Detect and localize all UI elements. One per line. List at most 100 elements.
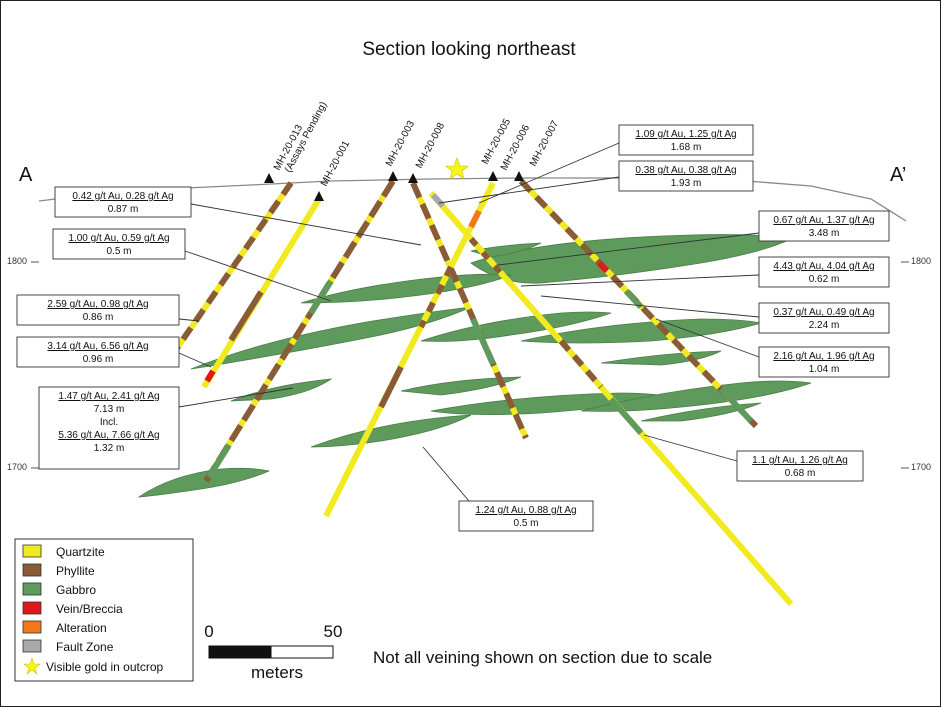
drill-hole-label-008: MH-20-008 — [414, 121, 447, 171]
elevation-label-left-lower: 1700 — [7, 462, 27, 472]
intercept-callout-2: 1.00 g/t Au, 0.59 g/t Ag 0.5 m — [52, 228, 186, 260]
legend-label-star: Visible gold in outcrop — [46, 660, 164, 674]
elevation-label-right-upper: 1800 — [911, 256, 931, 266]
elevation-label-left-upper: 1800 — [7, 256, 27, 266]
legend-swatch-gabbro — [22, 582, 42, 596]
drill-hole-trace-005 — [323, 181, 496, 518]
intercept-width-5: 7.13 m — [94, 404, 125, 415]
intercept-width-13: 0.5 m — [513, 518, 538, 529]
drill-hole-trace-013 — [172, 181, 294, 353]
intercept-grade-12: 1.1 g/t Au, 1.26 g/t Ag — [752, 455, 848, 466]
legend-label-alteration: Alteration — [56, 621, 107, 635]
gabbro-lens-11 — [580, 380, 812, 412]
elevation-label-right-lower: 1700 — [911, 462, 931, 472]
collar-markers — [264, 171, 524, 201]
intercept-callout-8: 0.67 g/t Au, 1.37 g/t Ag 3.48 m — [758, 210, 890, 242]
intercept-callouts: 0.42 g/t Au, 0.28 g/t Ag 0.87 m 1.00 g/t… — [16, 124, 890, 532]
gabbro-lens-13 — [640, 402, 762, 422]
legend-label-vein: Vein/Breccia — [56, 602, 123, 616]
intercept-grade-5: 1.47 g/t Au, 2.41 g/t Ag — [58, 391, 159, 402]
legend-swatch-vein — [22, 601, 42, 615]
gabbro-lens-14 — [137, 467, 271, 498]
drill-hole-label-003: MH-20-003 — [384, 119, 417, 169]
intercept-grade-10: 0.37 g/t Au, 0.49 g/t Ag — [773, 307, 874, 318]
intercept-grade-4: 3.14 g/t Au, 6.56 g/t Ag — [47, 341, 148, 352]
drill-hole-label-007: MH-20-007 — [528, 119, 561, 169]
visible-gold-star-icon — [445, 157, 469, 180]
intercept-width-3: 0.86 m — [83, 312, 114, 323]
drill-hole-trace-007 — [518, 178, 759, 429]
gabbro-lens-1 — [470, 234, 793, 284]
intercept-callout-5: 1.47 g/t Au, 2.41 g/t Ag 7.13 m Incl. 5.… — [38, 386, 180, 470]
intercept-grade-13: 1.24 g/t Au, 0.88 g/t Ag — [475, 505, 576, 516]
intercept-callout-13: 1.24 g/t Au, 0.88 g/t Ag 0.5 m — [458, 500, 594, 532]
intercept-grade-5b: 5.36 g/t Au, 7.66 g/t Ag — [58, 430, 159, 441]
scale-unit-label: meters — [251, 663, 303, 682]
intercept-grade-7: 0.38 g/t Au, 0.38 g/t Ag — [635, 165, 736, 176]
legend-label-fault: Fault Zone — [56, 640, 114, 654]
intercept-width-6: 1.68 m — [671, 142, 702, 153]
collar-marker-013 — [264, 173, 274, 183]
collar-marker-005 — [488, 171, 498, 181]
intercept-callout-12: 1.1 g/t Au, 1.26 g/t Ag 0.68 m — [736, 450, 864, 482]
section-start-label: A — [19, 164, 33, 186]
drill-holes — [172, 178, 794, 606]
intercept-grade-3: 2.59 g/t Au, 0.98 g/t Ag — [47, 299, 148, 310]
intercept-callout-11: 2.16 g/t Au, 1.96 g/t Ag 1.04 m — [758, 346, 890, 378]
scale-start-label: 0 — [204, 622, 213, 641]
collar-marker-008 — [408, 173, 418, 183]
scale-end-label: 50 — [324, 622, 343, 641]
section-title: Section looking northeast — [362, 39, 576, 60]
collar-marker-007 — [514, 171, 524, 181]
intercept-grade-1: 0.42 g/t Au, 0.28 g/t Ag — [72, 191, 173, 202]
intercept-width-11: 1.04 m — [809, 364, 840, 375]
legend-swatch-fault — [22, 639, 42, 653]
intercept-width-10: 2.24 m — [809, 320, 840, 331]
legend-label-quartzite: Quartzite — [56, 545, 105, 559]
legend-swatch-alteration — [22, 620, 42, 634]
intercept-width-8: 3.48 m — [809, 228, 840, 239]
intercept-callout-7: 0.38 g/t Au, 0.38 g/t Ag 1.93 m — [618, 160, 754, 192]
collar-marker-001 — [314, 191, 324, 201]
intercept-width-7: 1.93 m — [671, 178, 702, 189]
intercept-grade-9: 4.43 g/t Au, 4.04 g/t Ag — [773, 261, 874, 272]
collar-marker-003 — [388, 171, 398, 181]
intercept-callout-10: 0.37 g/t Au, 0.49 g/t Ag 2.24 m — [758, 302, 890, 334]
legend: Quartzite Phyllite Gabbro Vein/Breccia A… — [14, 538, 194, 682]
intercept-grade-11: 2.16 g/t Au, 1.96 g/t Ag — [773, 351, 874, 362]
scale-bar: 0 50 meters — [204, 622, 342, 682]
intercept-width-1: 0.87 m — [108, 204, 139, 215]
legend-swatch-phyllite — [22, 563, 42, 577]
intercept-width-2: 0.5 m — [106, 246, 131, 257]
callout-leader-lines — [178, 142, 760, 502]
gabbro-lens-9 — [400, 376, 522, 396]
intercept-width-4: 0.96 m — [83, 354, 114, 365]
intercept-callout-9: 4.43 g/t Au, 4.04 g/t Ag 0.62 m — [758, 256, 890, 288]
drill-hole-trace-006 — [428, 191, 794, 606]
intercept-callout-3: 2.59 g/t Au, 0.98 g/t Ag 0.86 m — [16, 294, 180, 326]
gabbro-lens-12 — [310, 414, 472, 448]
section-end-label: A’ — [890, 164, 906, 186]
intercept-callout-1: 0.42 g/t Au, 0.28 g/t Ag 0.87 m — [54, 186, 192, 218]
legend-label-gabbro: Gabbro — [56, 583, 96, 597]
legend-swatch-quartzite — [22, 544, 42, 558]
intercept-grade-2: 1.00 g/t Au, 0.59 g/t Ag — [68, 233, 169, 244]
intercept-grade-6: 1.09 g/t Au, 1.25 g/t Ag — [635, 129, 736, 140]
intercept-width-9: 0.62 m — [809, 274, 840, 285]
drill-hole-trace-003 — [203, 179, 396, 483]
gabbro-lens-3 — [470, 242, 542, 258]
intercept-width-12: 0.68 m — [785, 468, 816, 479]
intercept-callout-4: 3.14 g/t Au, 6.56 g/t Ag 0.96 m — [16, 336, 180, 368]
scale-note: Not all veining shown on section due to … — [373, 648, 712, 667]
intercept-width-5b: 1.32 m — [94, 443, 125, 454]
intercept-callout-6: 1.09 g/t Au, 1.25 g/t Ag 1.68 m — [618, 124, 754, 156]
intercept-grade-8: 0.67 g/t Au, 1.37 g/t Ag — [773, 215, 874, 226]
drill-hole-trace-008 — [410, 181, 529, 440]
legend-star-icon — [23, 657, 41, 675]
gabbro-bodies — [137, 234, 812, 498]
intercept-incl-5: Incl. — [100, 417, 118, 428]
gabbro-lens-7 — [600, 350, 722, 366]
legend-label-phyllite: Phyllite — [56, 564, 95, 578]
